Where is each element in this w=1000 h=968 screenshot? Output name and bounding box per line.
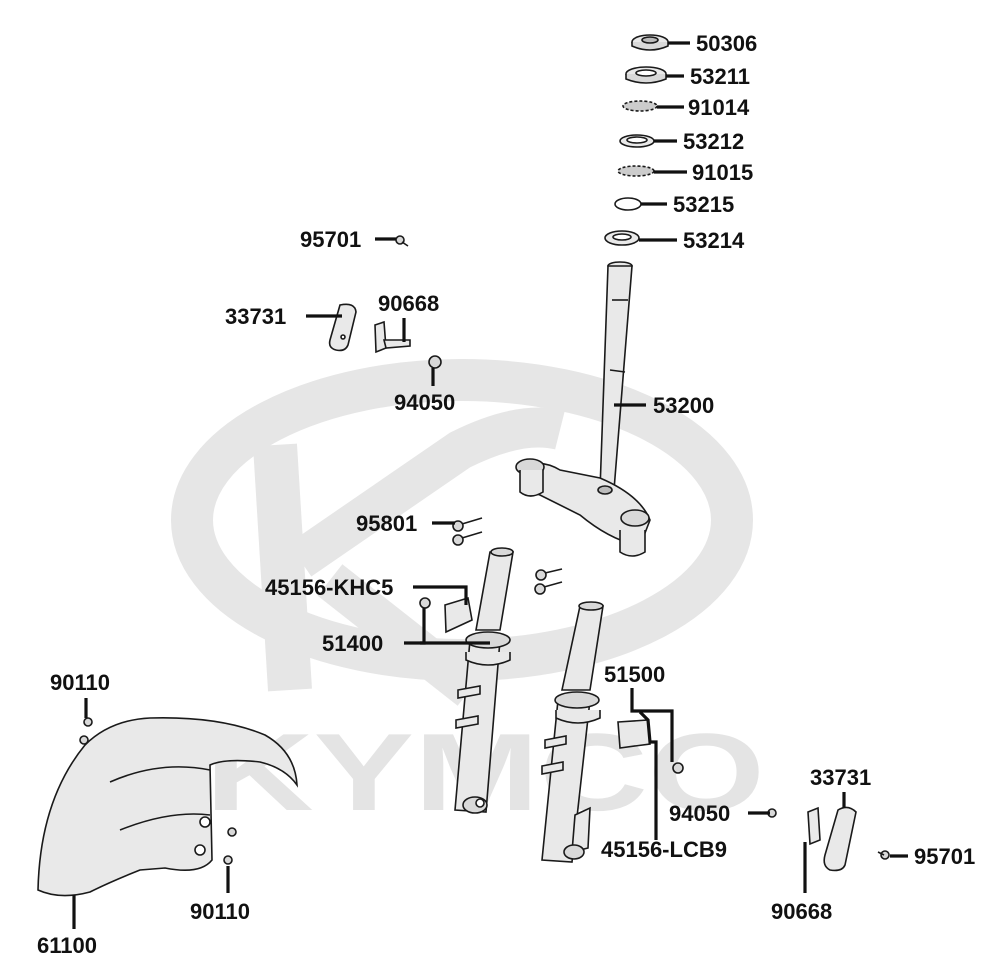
label-95801: 95801: [356, 511, 417, 536]
label-90110-bottom: 90110: [190, 899, 250, 924]
label-91014: 91014: [688, 95, 750, 120]
label-51400: 51400: [322, 631, 383, 656]
label-95701-right: 95701: [914, 844, 975, 869]
dust-seal-53215: [614, 197, 642, 211]
label-51500: 51500: [604, 662, 665, 687]
label-53211: 53211: [690, 64, 750, 89]
reflector-33731-left: [328, 303, 357, 352]
label-90668-left: 90668: [378, 291, 439, 316]
label-53214: 53214: [683, 228, 745, 253]
label-50306: 50306: [696, 31, 757, 56]
clamp-45156-khc5: [444, 596, 473, 634]
front-fork-right-51500: [541, 601, 604, 863]
bracket-90668-right: [807, 806, 821, 846]
label-33731-right: 33731: [810, 765, 871, 790]
clamp-45156-lcb9: [617, 719, 651, 749]
screw-95701-top: [395, 235, 409, 247]
label-95701-top: 95701: [300, 227, 361, 252]
label-61100: 61100: [37, 933, 97, 958]
reflector-33731-right: [823, 806, 857, 872]
label-45156-lcb9: 45156-LCB9: [601, 837, 727, 862]
nut-51400-left: [419, 597, 431, 609]
ball-race-91015: [617, 165, 655, 177]
label-94050-right: 94050: [669, 801, 730, 826]
nut-94050-left: [428, 355, 442, 369]
screw-95701-right: [877, 850, 890, 860]
steering-stem-53200: [515, 261, 651, 557]
bolts-95801: [452, 517, 563, 595]
label-45156-khc5: 45156-KHC5: [265, 575, 393, 600]
screws-90110: [79, 717, 237, 865]
top-nut-50306: [631, 34, 669, 51]
bolt-51500-right: [672, 762, 684, 774]
leader-lines: [72, 41, 908, 929]
cone-race-53214: [604, 230, 640, 246]
ball-race-91014: [622, 100, 658, 112]
label-90668-right: 90668: [771, 899, 832, 924]
label-33731-left: 33731: [225, 304, 286, 329]
label-53212: 53212: [683, 129, 744, 154]
label-90110-top: 90110: [50, 670, 110, 695]
part-labels: 50306 53211 91014 53212 91015 53215 5321…: [37, 31, 975, 958]
label-91015: 91015: [692, 160, 753, 185]
front-fender-61100: [37, 717, 298, 897]
label-53200: 53200: [653, 393, 714, 418]
label-53215: 53215: [673, 192, 734, 217]
label-94050-left: 94050: [394, 390, 455, 415]
lock-nut-53211: [625, 66, 667, 84]
front-fork-left-51400: [454, 547, 514, 814]
cone-53212: [619, 134, 655, 148]
